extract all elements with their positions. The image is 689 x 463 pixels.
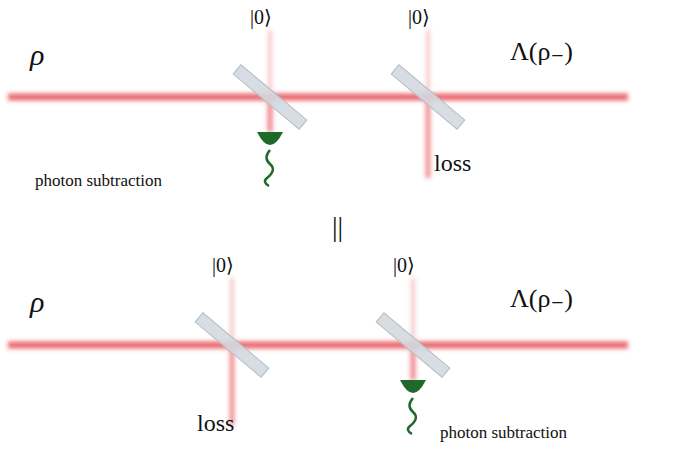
equality-sign: || (332, 212, 343, 243)
vacuum-input: |0⟩ (212, 254, 234, 276)
process-label: loss (197, 410, 234, 436)
input-state: ρ (30, 38, 44, 71)
beam-splitters (195, 65, 465, 377)
vacuum-input: |0⟩ (250, 6, 272, 28)
photon-detectors (257, 132, 426, 434)
output-state: Λ(ρ₋) (510, 285, 573, 314)
process-label: loss (434, 150, 471, 176)
light-beams (8, 30, 628, 425)
process-label: photon subtraction (35, 172, 162, 191)
vacuum-input: |0⟩ (408, 6, 430, 28)
process-label: photon subtraction (440, 424, 567, 443)
vacuum-input: |0⟩ (393, 254, 415, 276)
input-state: ρ (30, 285, 44, 318)
output-state: Λ(ρ₋) (510, 38, 573, 67)
